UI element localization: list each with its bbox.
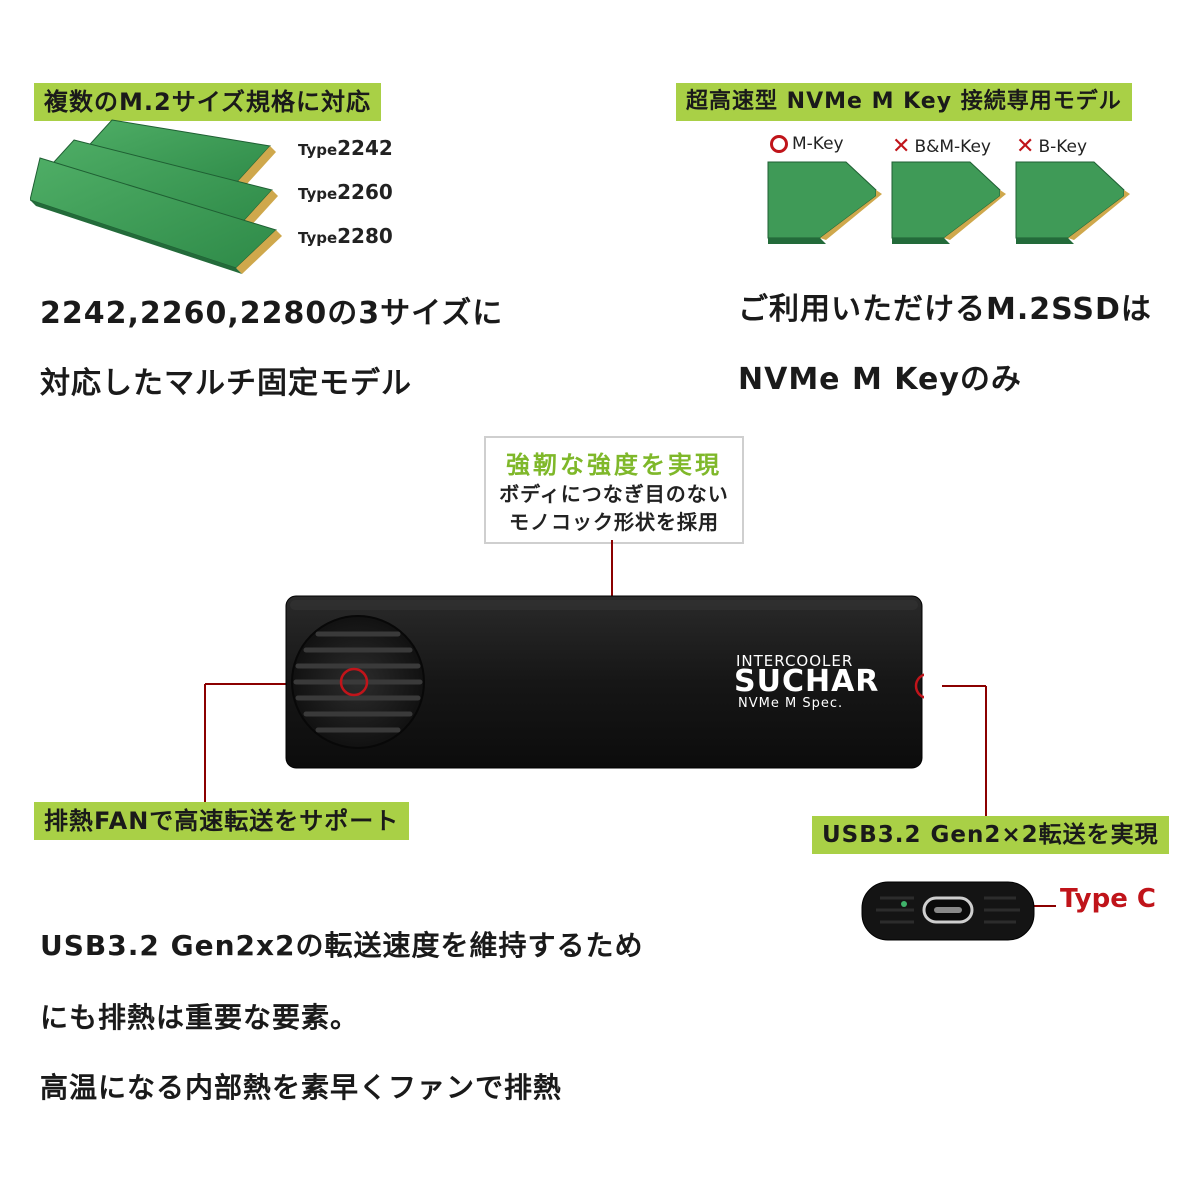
- type-2242-label: Type2242: [298, 136, 393, 160]
- b-key-board: [1015, 161, 1130, 244]
- cross-icon: ✕: [892, 134, 911, 159]
- nvme-text-line1: ご利用いただけるM.2SSDは: [738, 292, 1152, 327]
- cross-icon: ✕: [1016, 134, 1035, 159]
- nvme-text-line2: NVMe M Keyのみ: [738, 362, 1022, 397]
- fan-grille: [291, 615, 425, 749]
- multi-size-label: 複数のM.2サイズ規格に対応: [34, 83, 381, 121]
- bm-key-board: [891, 161, 1006, 244]
- brand-top: INTERCOOLER: [736, 652, 854, 670]
- fan-label: 排熱FANで高速転送をサポート: [34, 802, 410, 840]
- strength-callout: 強靭な強度を実現 ボディにつなぎ目のない モノコック形状を採用: [484, 436, 744, 544]
- multi-size-text-line1: 2242,2260,2280の3サイズに: [40, 296, 504, 331]
- type-2280-label: Type2280: [298, 224, 393, 248]
- heat-text-line2: にも排熱は重要な要素。: [40, 1001, 360, 1034]
- m-key-board: [767, 161, 882, 244]
- check-circle-icon: [770, 135, 788, 153]
- key-boards-illustration: [767, 161, 1130, 244]
- b-key-label: ✕ B-Key: [1016, 134, 1088, 159]
- nvme-key-label: 超高速型 NVMe M Key 接続専用モデル: [676, 83, 1132, 121]
- brand-logo: SUCHAR: [734, 664, 880, 699]
- multi-size-text-line2: 対応したマルチ固定モデル: [40, 366, 412, 401]
- brand-sub: NVMe M Spec.: [738, 696, 844, 711]
- usb-c-port-view: [861, 881, 1035, 941]
- heat-text-line3: 高温になる内部熱を素早くファンで排熱: [40, 1071, 563, 1104]
- callout-title: 強靭な強度を実現: [506, 449, 722, 479]
- type-2260-label: Type2260: [298, 180, 393, 204]
- callout-line1: ボディにつなぎ目のない: [499, 481, 729, 506]
- m-key-label: M-Key: [770, 134, 844, 154]
- m2-board-2280: [30, 157, 282, 274]
- m2-boards-illustration: [30, 119, 282, 274]
- type-c-label: Type C: [1060, 884, 1156, 914]
- usb-label: USB3.2 Gen2×2転送を実現: [812, 816, 1169, 854]
- callout-line2: モノコック形状を採用: [509, 509, 719, 534]
- ssd-enclosure: [285, 595, 924, 769]
- heat-text-line1: USB3.2 Gen2x2の転送速度を維持するため: [40, 929, 644, 962]
- bm-key-label: ✕ B&M-Key: [892, 134, 991, 159]
